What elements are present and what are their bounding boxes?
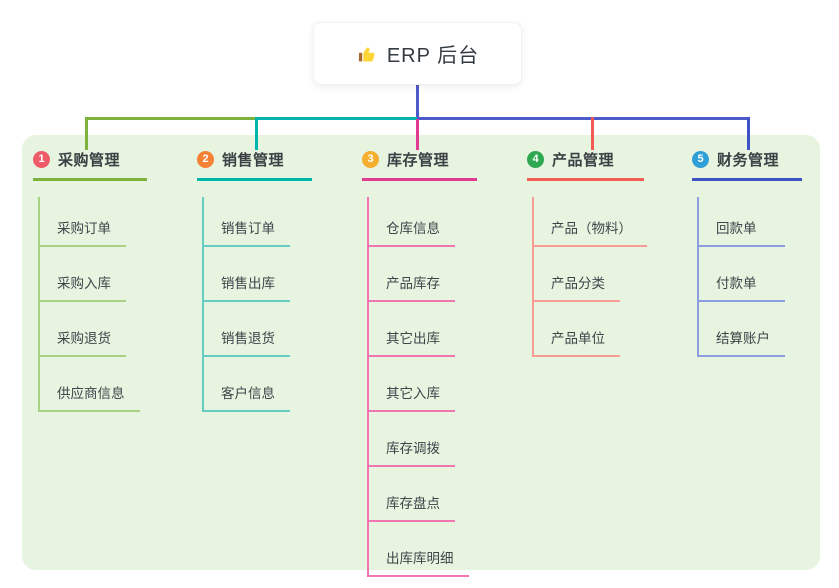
branch-product: 4 产品管理 产品（物料） 产品分类 产品单位 — [527, 145, 647, 373]
topic-node[interactable]: 销售出库 — [202, 247, 290, 302]
branches-panel — [22, 135, 820, 570]
drop-line-finance — [747, 117, 750, 150]
bus-line-sales — [257, 117, 417, 120]
drop-line-purchase — [85, 117, 88, 150]
root-title: ERP 后台 — [386, 45, 480, 67]
topic-node[interactable]: 销售退货 — [202, 302, 290, 357]
branch-inventory-children: 仓库信息 产品库存 其它出库 其它入库 库存调拨 库存盘点 出库库明细 — [367, 197, 477, 577]
branch-purchase-children: 采购订单 采购入库 采购退货 供应商信息 — [38, 197, 147, 412]
branch-purchase-header[interactable]: 1 采购管理 — [33, 145, 147, 181]
branch-title: 销售管理 — [222, 152, 285, 169]
thumbs-up-icon — [356, 43, 378, 65]
topic-node[interactable]: 供应商信息 — [38, 357, 140, 412]
topic-node[interactable]: 产品库存 — [367, 247, 455, 302]
topic-node[interactable]: 其它入库 — [367, 357, 455, 412]
branch-finance-header[interactable]: 5 财务管理 — [692, 145, 802, 181]
root-connector-line — [416, 83, 419, 118]
branch-finance: 5 财务管理 回款单 付款单 结算账户 — [692, 145, 802, 373]
drop-line-product — [591, 117, 594, 150]
root-node[interactable]: ERP 后台 — [313, 22, 522, 85]
bus-line-purchase — [85, 117, 257, 120]
branch-sales-header[interactable]: 2 销售管理 — [197, 145, 312, 181]
branch-title: 财务管理 — [717, 152, 780, 169]
topic-node[interactable]: 产品单位 — [532, 302, 620, 357]
branch-title: 产品管理 — [552, 152, 615, 169]
branch-title: 库存管理 — [387, 152, 450, 169]
topic-node[interactable]: 采购入库 — [38, 247, 126, 302]
branch-inventory-header[interactable]: 3 库存管理 — [362, 145, 477, 181]
branch-product-children: 产品（物料） 产品分类 产品单位 — [532, 197, 647, 357]
topic-node[interactable]: 付款单 — [697, 247, 785, 302]
branch-finance-children: 回款单 付款单 结算账户 — [697, 197, 802, 357]
branch-number-badge: 4 — [527, 151, 544, 168]
branch-number-badge: 2 — [197, 151, 214, 168]
topic-node[interactable]: 产品分类 — [532, 247, 620, 302]
topic-node[interactable]: 仓库信息 — [367, 197, 455, 247]
topic-node[interactable]: 采购订单 — [38, 197, 126, 247]
drop-line-inventory — [416, 119, 419, 150]
branch-number-badge: 3 — [362, 151, 379, 168]
topic-node[interactable]: 产品（物料） — [532, 197, 647, 247]
branch-title: 采购管理 — [58, 152, 121, 169]
topic-node[interactable]: 其它出库 — [367, 302, 455, 357]
branch-purchase: 1 采购管理 采购订单 采购入库 采购退货 供应商信息 — [33, 145, 147, 428]
topic-node[interactable]: 销售订单 — [202, 197, 290, 247]
branch-sales-children: 销售订单 销售出库 销售退货 客户信息 — [202, 197, 312, 412]
topic-node[interactable]: 采购退货 — [38, 302, 126, 357]
branch-number-badge: 1 — [33, 151, 50, 168]
topic-node[interactable]: 回款单 — [697, 197, 785, 247]
topic-node[interactable]: 结算账户 — [697, 302, 785, 357]
branch-product-header[interactable]: 4 产品管理 — [527, 145, 644, 181]
bus-line-right — [417, 117, 750, 120]
topic-node[interactable]: 出库库明细 — [367, 522, 469, 577]
branch-number-badge: 5 — [692, 151, 709, 168]
branch-inventory: 3 库存管理 仓库信息 产品库存 其它出库 其它入库 库存调拨 库存盘点 出库库… — [362, 145, 477, 588]
drop-line-sales — [255, 117, 258, 150]
topic-node[interactable]: 客户信息 — [202, 357, 290, 412]
topic-node[interactable]: 库存盘点 — [367, 467, 455, 522]
topic-node[interactable]: 库存调拨 — [367, 412, 455, 467]
branch-sales: 2 销售管理 销售订单 销售出库 销售退货 客户信息 — [197, 145, 312, 428]
